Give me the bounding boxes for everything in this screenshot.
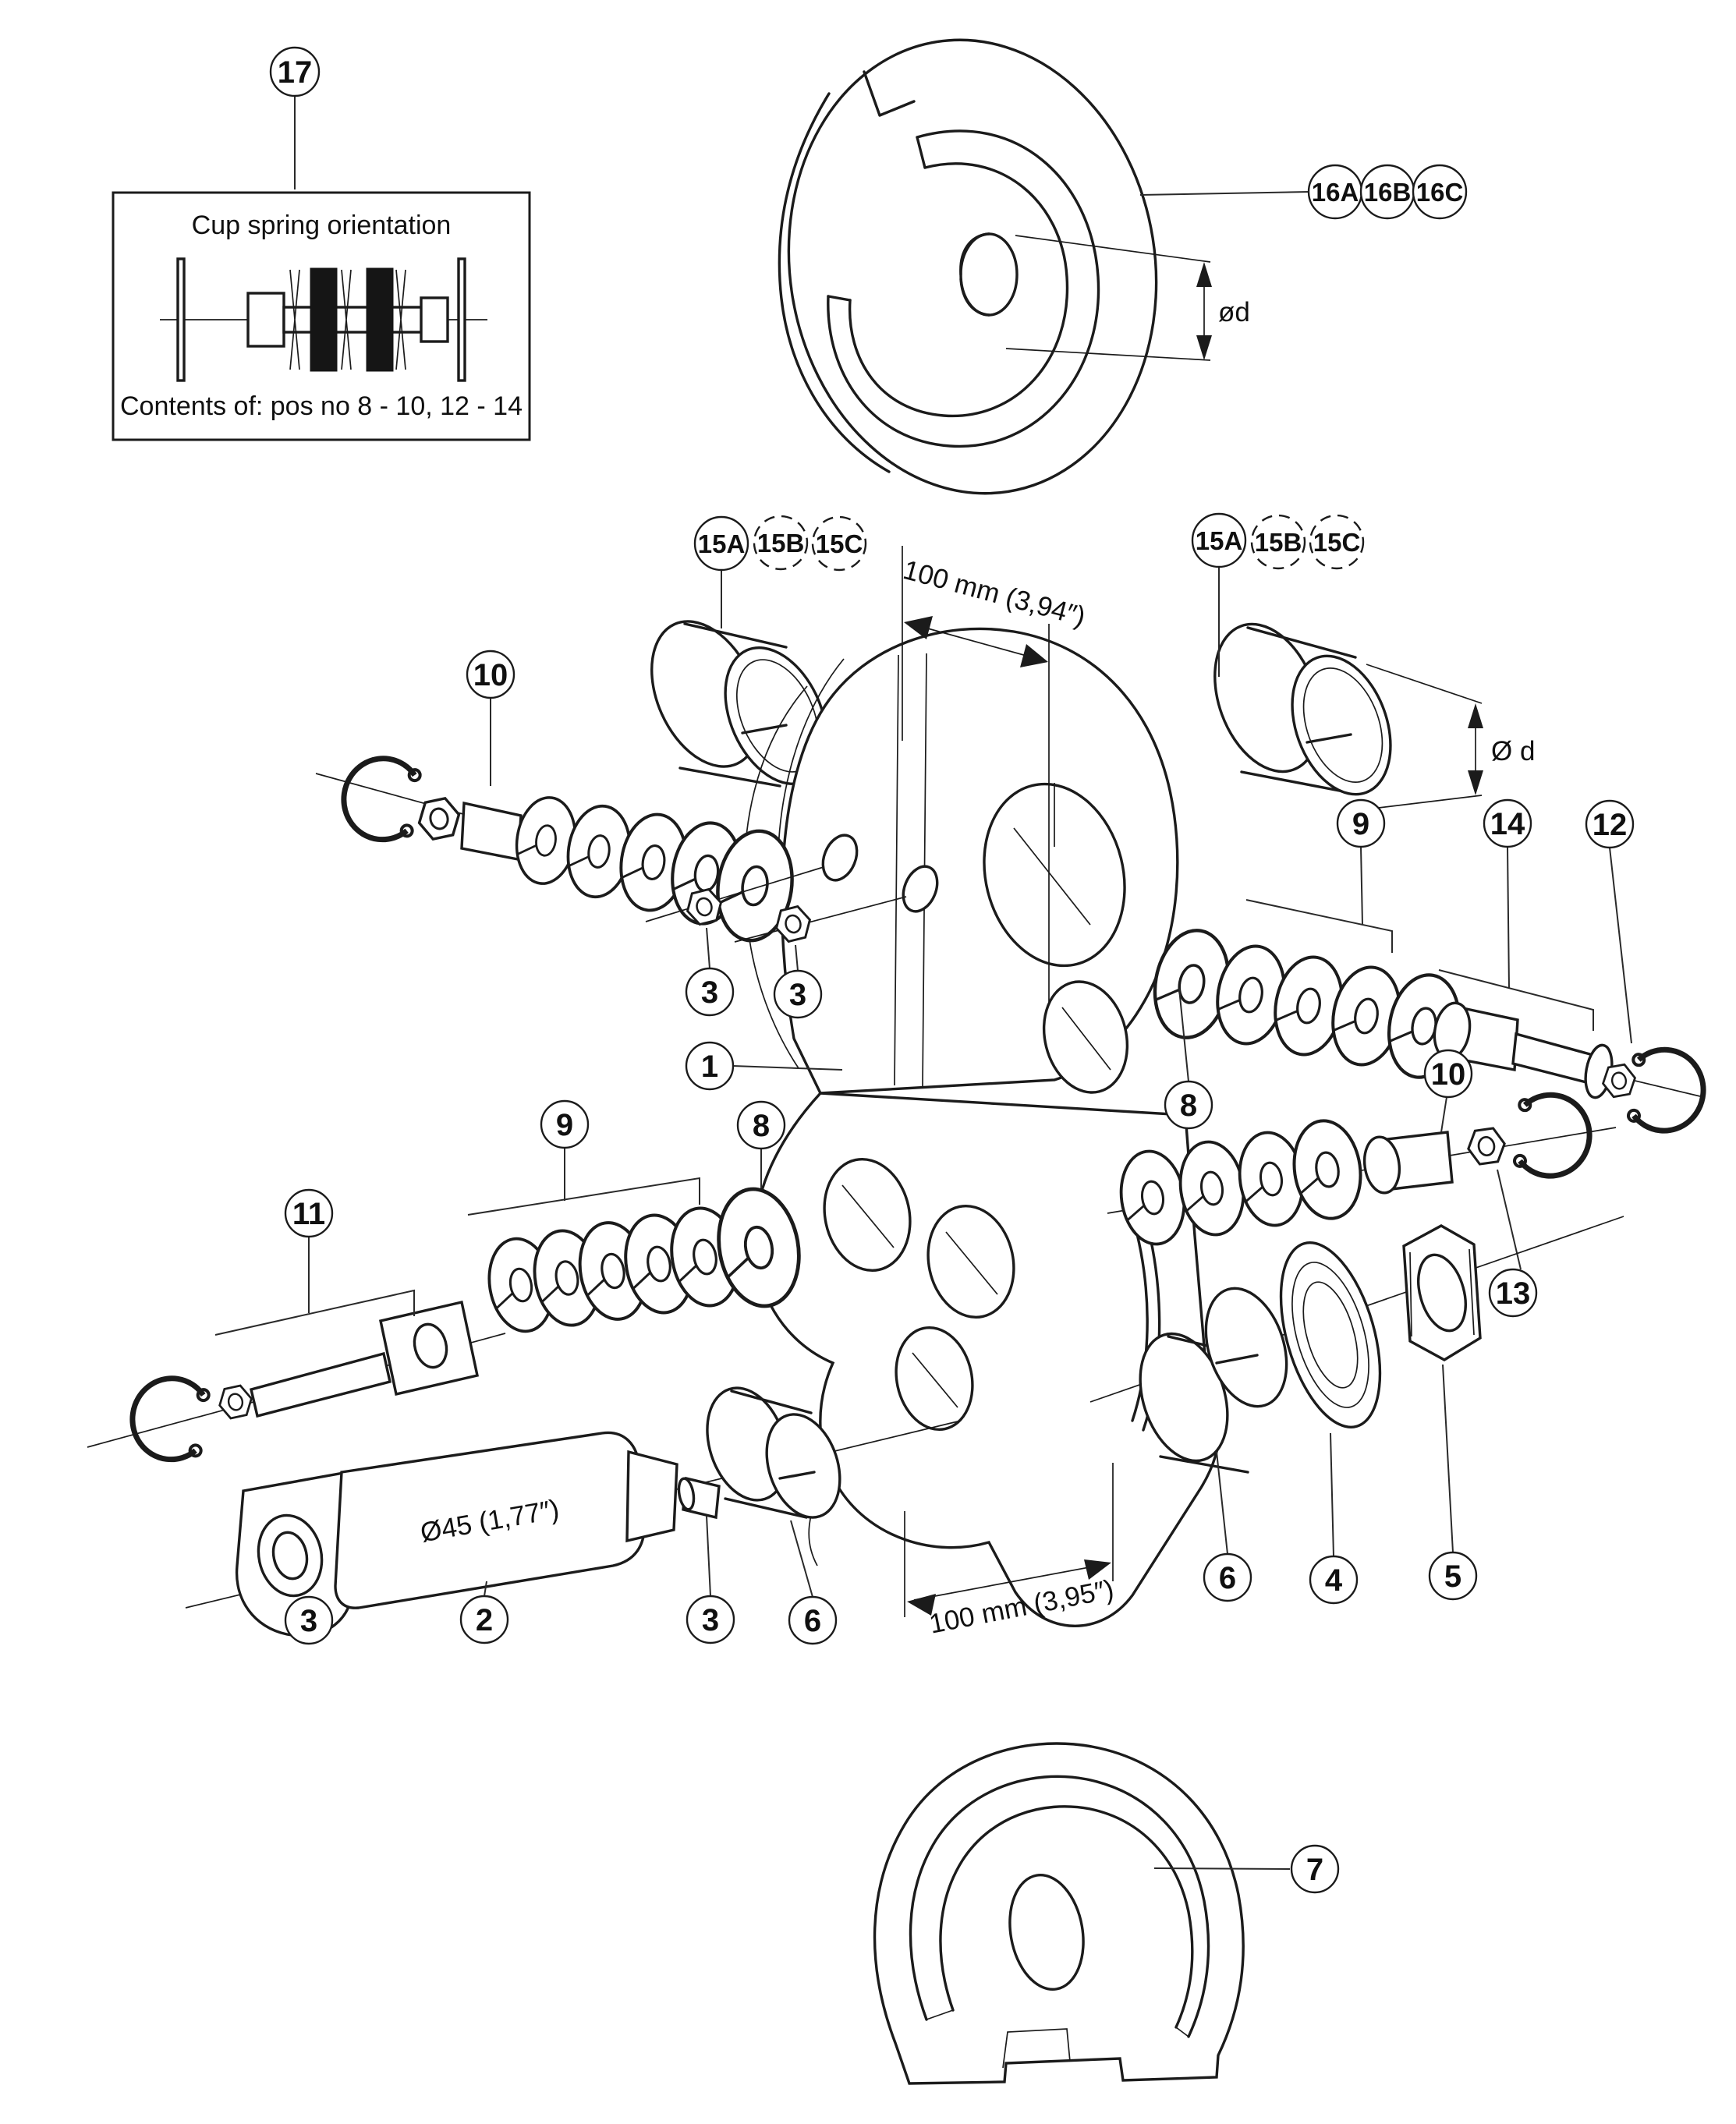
svg-text:Ø d: Ø d (1491, 736, 1535, 766)
callout-9-right[interactable]: 9 (1336, 798, 1386, 848)
callout-4[interactable]: 4 (1309, 1555, 1359, 1605)
leader-body (732, 1065, 843, 1071)
dim-disc-bore: ød (1005, 235, 1250, 361)
bushing-right-part: Ø d (1213, 567, 1535, 813)
svg-text:14: 14 (1490, 807, 1525, 841)
callout-9-left[interactable]: 9 (540, 1099, 590, 1149)
svg-text:15A: 15A (698, 529, 746, 558)
inset-caption: Contents of: pos no 8 - 10, 12 - 14 (120, 391, 523, 421)
svg-text:3: 3 (300, 1604, 317, 1638)
callout-15a-right[interactable]: 15A (1191, 512, 1247, 568)
grease-nut-b (734, 896, 907, 972)
bushing-left-part (650, 570, 828, 788)
svg-text:10: 10 (1431, 1057, 1466, 1092)
svg-text:16A: 16A (1312, 178, 1359, 207)
svg-text:3: 3 (701, 975, 718, 1010)
callout-16a[interactable]: 16A (1307, 164, 1363, 220)
callout-8-right[interactable]: 8 (1164, 1080, 1213, 1130)
svg-text:16C: 16C (1416, 178, 1464, 207)
callout-3-a[interactable]: 3 (685, 967, 735, 1017)
wear-disc-part: ød (778, 38, 1309, 495)
spring-pack-mid-right (1107, 1092, 1617, 1270)
dim-bushing-bore: Ø d (1339, 664, 1535, 813)
svg-text:ød: ød (1218, 297, 1250, 327)
svg-text:12: 12 (1593, 808, 1628, 842)
callout-8-left[interactable]: 8 (736, 1100, 786, 1150)
callout-6-a[interactable]: 6 (788, 1595, 838, 1645)
callout-6-b[interactable]: 6 (1203, 1552, 1252, 1602)
cup-spring-mini-drawing (160, 257, 487, 382)
pin-assembly-upper-left (315, 698, 799, 945)
callout-16b[interactable]: 16B (1359, 164, 1415, 220)
spring-pack-upper-right (1146, 846, 1706, 1134)
svg-text:2: 2 (476, 1603, 493, 1637)
callout-3-b[interactable]: 3 (773, 969, 823, 1019)
callout-3-c[interactable]: 3 (284, 1595, 334, 1645)
svg-text:7: 7 (1306, 1853, 1323, 1887)
inset-title: Cup spring orientation (192, 211, 452, 240)
piston-assembly: Ø45 (1,77″) (185, 1386, 962, 1637)
svg-text:3: 3 (789, 978, 806, 1012)
svg-text:16B: 16B (1364, 178, 1412, 207)
callout-15a-left[interactable]: 15A (693, 515, 749, 572)
callout-10-right[interactable]: 10 (1423, 1049, 1473, 1099)
bushing-seal-nut-group (1089, 1216, 1624, 1557)
svg-text:6: 6 (1219, 1561, 1236, 1595)
callout-11[interactable]: 11 (284, 1188, 334, 1238)
grease-nut-a (645, 866, 824, 969)
cup-spring-inset: Cup spring orientation Contents of: pos … (112, 95, 531, 441)
callout-17[interactable]: 17 (269, 46, 321, 97)
svg-text:15C: 15C (816, 529, 863, 558)
svg-text:8: 8 (1180, 1089, 1197, 1123)
svg-text:10: 10 (473, 658, 508, 692)
svg-text:6: 6 (804, 1604, 821, 1638)
callout-5[interactable]: 5 (1428, 1551, 1478, 1601)
callout-10-left[interactable]: 10 (466, 650, 515, 699)
callout-13[interactable]: 13 (1488, 1268, 1538, 1318)
svg-text:9: 9 (1352, 807, 1369, 841)
callout-2[interactable]: 2 (459, 1595, 509, 1644)
svg-text:17: 17 (278, 55, 313, 90)
main-housing-upper (743, 627, 1179, 1095)
svg-text:13: 13 (1496, 1276, 1531, 1311)
svg-text:9: 9 (556, 1108, 573, 1142)
callout-7[interactable]: 7 (1290, 1844, 1340, 1894)
svg-text:15C: 15C (1313, 528, 1361, 557)
callout-3-d[interactable]: 3 (686, 1595, 735, 1644)
svg-text:3: 3 (702, 1603, 719, 1637)
pin-assembly-bottom-left (87, 1148, 808, 1464)
callout-15b-right[interactable]: 15B (1250, 514, 1306, 570)
svg-text:5: 5 (1444, 1559, 1461, 1594)
svg-text:15B: 15B (1255, 528, 1302, 557)
svg-text:15B: 15B (757, 529, 805, 558)
callout-14[interactable]: 14 (1483, 798, 1532, 848)
svg-text:11: 11 (292, 1197, 325, 1231)
svg-text:15A: 15A (1196, 526, 1243, 555)
callout-16c[interactable]: 16C (1412, 164, 1468, 220)
callout-15c-right[interactable]: 15C (1309, 514, 1365, 570)
callout-15c-left[interactable]: 15C (811, 515, 867, 572)
svg-text:1: 1 (701, 1050, 718, 1084)
svg-text:8: 8 (753, 1109, 770, 1143)
callout-12[interactable]: 12 (1585, 799, 1635, 849)
svg-text:4: 4 (1325, 1563, 1343, 1598)
callout-1[interactable]: 1 (685, 1041, 735, 1091)
main-body-lower (753, 1092, 1223, 1627)
callout-15b-left[interactable]: 15B (753, 515, 809, 571)
bottom-cover-part (873, 1742, 1291, 2085)
